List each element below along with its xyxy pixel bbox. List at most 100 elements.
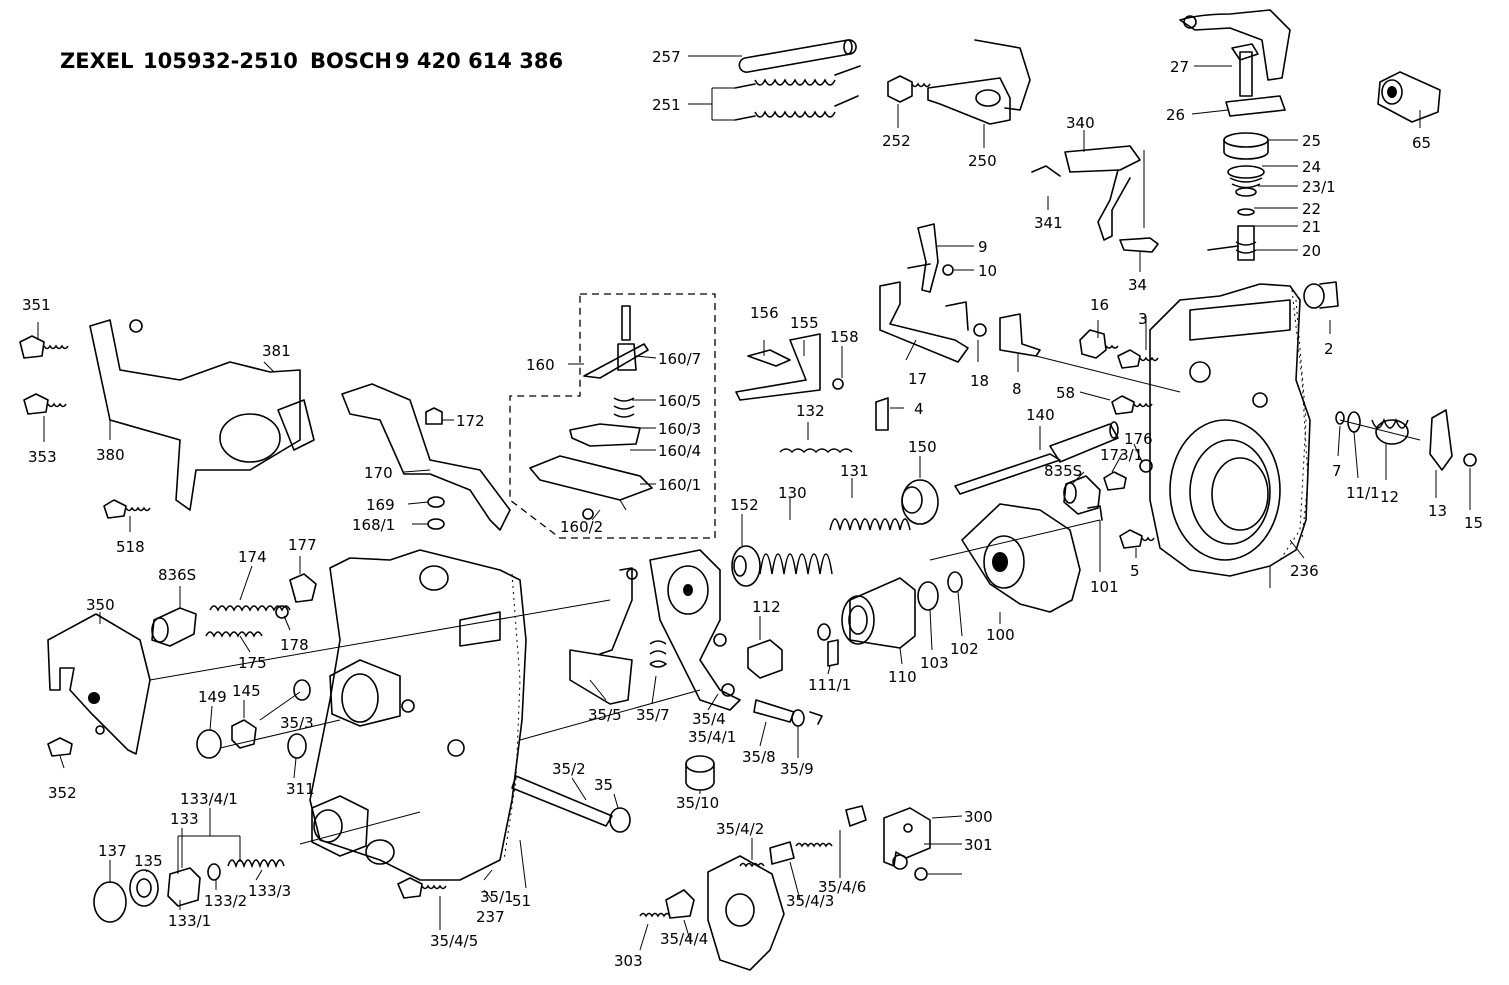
label-252: 252 (882, 132, 911, 150)
label-178: 178 (280, 636, 309, 654)
label-11-1: 11/1 (1346, 484, 1380, 502)
label-15: 15 (1464, 514, 1483, 532)
part-lever-35-4 (569, 549, 741, 711)
part-pin-35-8 (753, 699, 823, 727)
label-26: 26 (1166, 106, 1185, 124)
label-160-3: 160/3 (658, 420, 701, 438)
label-51: 35/4/5 (430, 932, 478, 950)
label-380: 380 (96, 446, 125, 464)
label-5: 5 (1130, 562, 1140, 580)
label-8: 8 (1012, 380, 1022, 398)
label-160: 160 (526, 356, 555, 374)
label-27: 27 (1170, 58, 1189, 76)
label-130: 130 (778, 484, 807, 502)
label-103: 103 (920, 654, 949, 672)
part-screws-251 (734, 65, 861, 121)
label-155: 155 (790, 314, 819, 332)
label-353: 353 (28, 448, 57, 466)
label-350: 350 (86, 596, 115, 614)
part-gasket-236 (1279, 299, 1307, 561)
label-12: 12 (1380, 488, 1399, 506)
label-311: 311 (286, 780, 315, 798)
label-173-1: 173/1 (1100, 446, 1143, 464)
label-leaders (37, 55, 1471, 951)
part-bracket-380 (19, 319, 315, 519)
label-160-1: 160/1 (658, 476, 701, 494)
header-number2: 9 420 614 386 (395, 49, 563, 73)
label-100: 100 (986, 626, 1015, 644)
label-257: 257 (652, 48, 681, 66)
label-160-7: 160/7 (658, 350, 701, 368)
part-sleeve-835s (1063, 475, 1101, 515)
label-18: 18 (970, 372, 989, 390)
label-35-5: 35/5 (588, 706, 622, 724)
label-25: 25 (1302, 132, 1321, 150)
label-131: 131 (840, 462, 869, 480)
label-152: 152 (730, 496, 759, 514)
part-plate-9 (907, 223, 954, 293)
header: ZEXEL 105932-2510 BOSCH 9 420 614 386 (60, 49, 563, 73)
label-145: 145 (232, 682, 261, 700)
part-cup-150 (901, 479, 939, 525)
part-drawings (19, 9, 1477, 971)
label-20: 20 (1302, 242, 1321, 260)
label-35-4: 35/4 (692, 710, 726, 728)
part-lever-35-4-group (639, 805, 867, 971)
label-24: 24 (1302, 158, 1321, 176)
label-160-2: 160/2 (560, 518, 603, 536)
label-17: 17 (908, 370, 927, 388)
label-237: 51 (512, 892, 531, 910)
label-35-3-left: 35/3 (280, 714, 314, 732)
label-149: 149 (198, 688, 227, 706)
label-16: 16 (1090, 296, 1109, 314)
label-174: 174 (238, 548, 267, 566)
part-tube-257 (738, 39, 857, 73)
part-bracket-26 (1179, 9, 1291, 117)
label-158: 158 (830, 328, 859, 346)
label-35-10: 35/10 (676, 794, 719, 812)
label-160-4: 160/4 (658, 442, 701, 460)
part-bracket-300 (883, 807, 931, 881)
label-381: 381 (262, 342, 291, 360)
label-35-2: 35/2 (552, 760, 586, 778)
label-13: 13 (1428, 502, 1447, 520)
part-linkage-17 (879, 281, 1041, 363)
part-nut-16 (1079, 329, 1119, 359)
part-bracket-4 (875, 397, 889, 431)
part-spring-131 (829, 518, 911, 531)
label-111-1: 111/1 (808, 676, 851, 694)
label-303: 300 (964, 808, 993, 826)
part-plug-252 (887, 75, 931, 103)
part-rod-35-2 (397, 775, 613, 899)
label-172: 172 (456, 412, 485, 430)
label-169: 169 (366, 496, 395, 514)
label-133-3: 133/3 (248, 882, 291, 900)
label-836s: 836S (158, 566, 196, 584)
part-sleeve-65 (1377, 71, 1441, 123)
label-102: 102 (950, 640, 979, 658)
label-250: 250 (968, 152, 997, 170)
label-7: 7 (1332, 462, 1342, 480)
label-10: 10 (978, 262, 997, 280)
label-137: 137 (98, 842, 127, 860)
label-150: 150 (908, 438, 937, 456)
part-plug-2 (1303, 281, 1339, 309)
label-35-8: 35/8 (742, 748, 776, 766)
label-110: 110 (888, 668, 917, 686)
label-133-4-1: 133/4/1 (180, 790, 238, 808)
label-35-4-3: 35/4/4 (660, 930, 708, 948)
label-175: 175 (238, 654, 267, 672)
part-assembly-160 (509, 293, 716, 539)
part-screw-3 (1117, 349, 1159, 369)
label-135: 135 (134, 852, 163, 870)
part-bolt-173-1 (1103, 459, 1153, 491)
part-pump-body (309, 549, 527, 881)
part-cup-152 (731, 545, 761, 587)
part-seals-149 (196, 679, 631, 833)
part-bracket-350 (47, 613, 151, 757)
label-156: 156 (750, 304, 779, 322)
part-lever-250 (927, 39, 1031, 125)
label-21: 21 (1302, 218, 1321, 236)
label-35: 35/1 (480, 888, 514, 906)
